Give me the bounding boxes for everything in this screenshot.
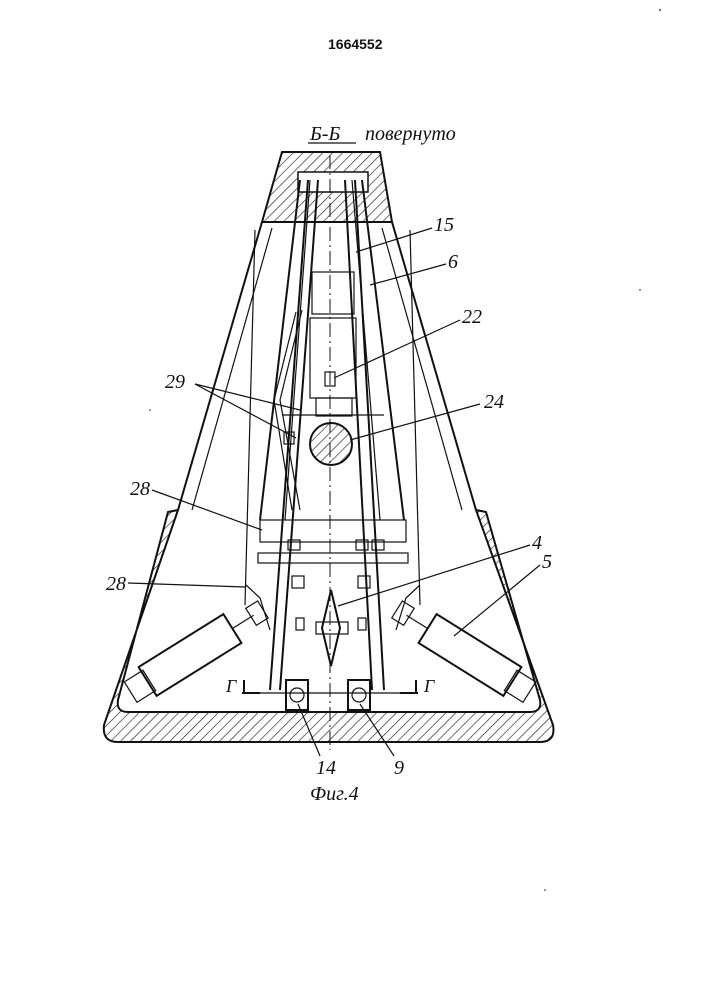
callout-24: 24: [484, 391, 504, 413]
ball-24: [310, 423, 352, 465]
callout-14: 14: [316, 757, 336, 779]
bearing-14: [286, 680, 308, 710]
arm-6: [345, 180, 420, 690]
callout-28-upper: 28: [130, 478, 150, 500]
callout-28-lower: 28: [106, 573, 126, 595]
cylinder-right-5: [388, 595, 538, 707]
cut-mark-right: Г: [400, 676, 435, 696]
callout-15: 15: [434, 214, 454, 236]
callout-22: 22: [462, 306, 482, 328]
section-label: Б-Б: [309, 123, 340, 145]
callout-6: 6: [448, 251, 458, 273]
cylinder-left: [122, 595, 272, 707]
housing: [104, 222, 554, 742]
bearing-9: [348, 680, 370, 710]
figure-caption: Фиг.4: [310, 783, 359, 805]
callout-29: 29: [165, 371, 185, 393]
patent-number: 1664552: [328, 36, 383, 52]
svg-text:Г: Г: [225, 676, 237, 696]
callout-5: 5: [542, 551, 552, 573]
callout-9: 9: [394, 757, 404, 779]
top-block: [262, 152, 392, 222]
callout-4: 4: [532, 532, 542, 554]
disc-4: [296, 590, 366, 666]
section-note: повернуто: [365, 123, 456, 145]
bracket-28: [246, 585, 270, 630]
arm-15: [245, 180, 318, 690]
svg-text:Г: Г: [423, 676, 435, 696]
cut-mark-left: Г: [225, 676, 260, 696]
